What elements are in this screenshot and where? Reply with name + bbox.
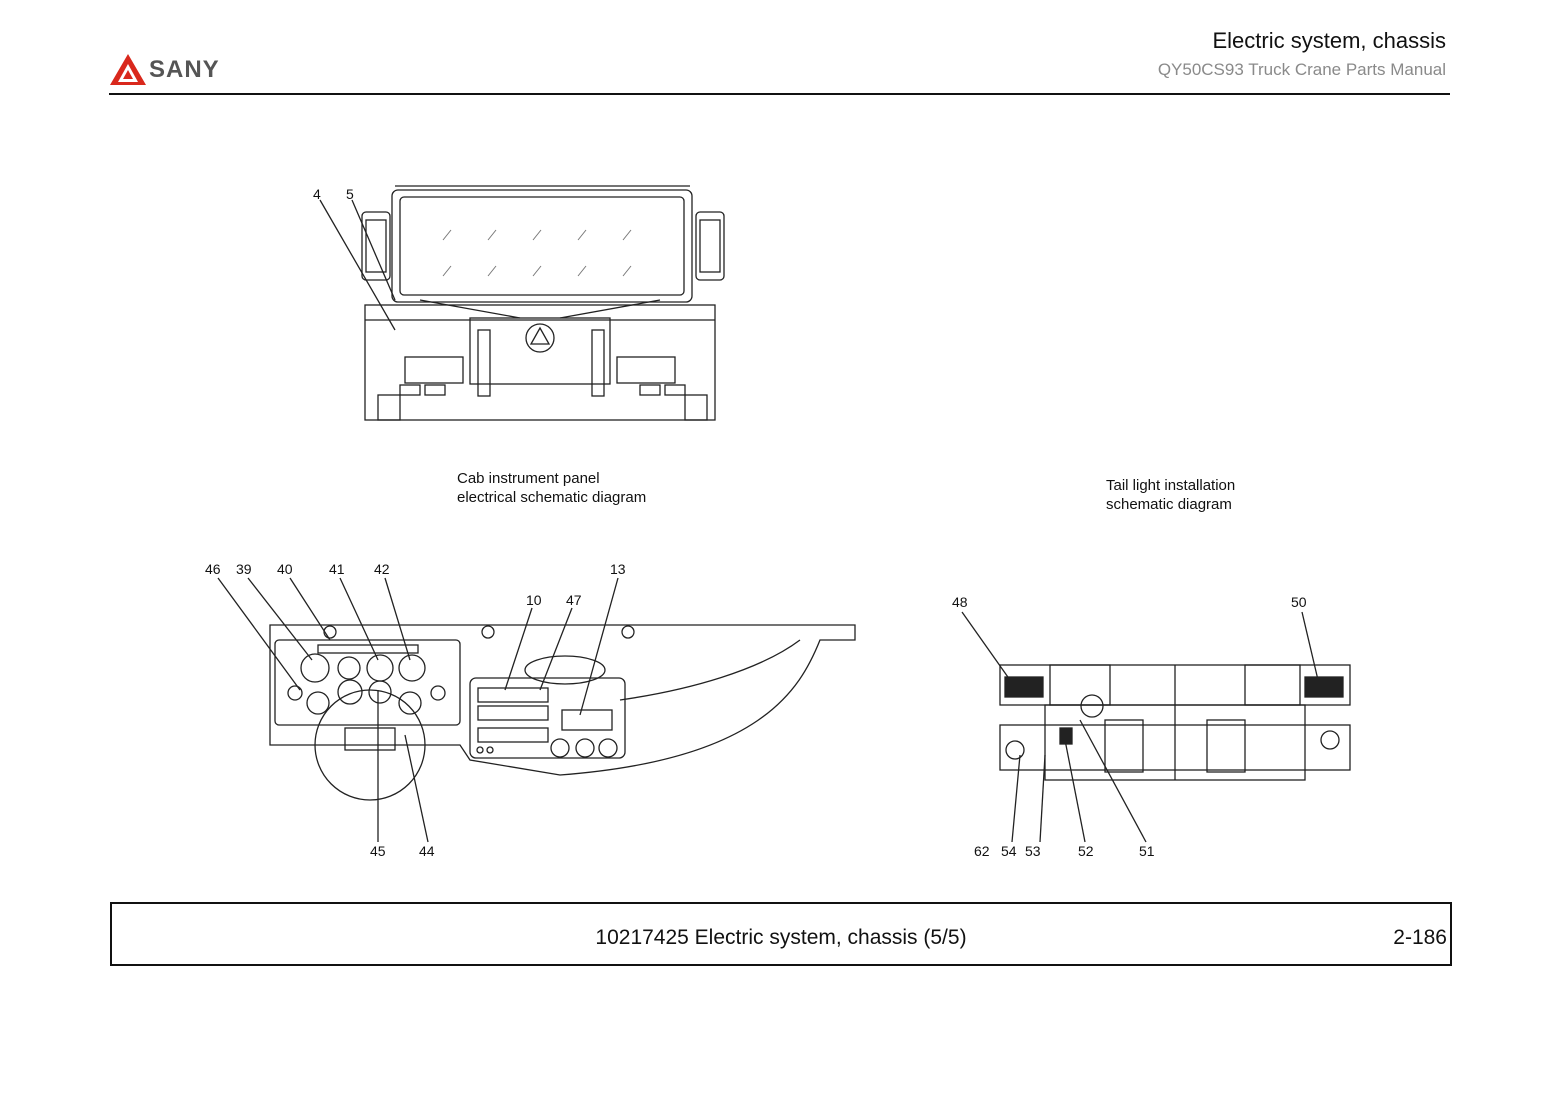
page-subtitle: QY50CS93 Truck Crane Parts Manual (1157, 60, 1446, 79)
callout-label: 51 (1139, 843, 1155, 859)
tail-light-caption: Tail light installation schematic diagra… (1106, 477, 1236, 513)
callout-label: 48 (952, 594, 968, 610)
callout-label: 42 (374, 561, 390, 577)
callout-label: 62 (974, 843, 990, 859)
callout-label: 44 (419, 843, 435, 859)
header-rule (109, 93, 1450, 95)
callout-label: 54 (1001, 843, 1017, 859)
dashboard-drawing (217, 577, 856, 843)
cab-panel-caption: Cab instrument panel electrical schemati… (457, 470, 647, 506)
callout-label: 50 (1291, 594, 1307, 610)
callout-label: 46 (205, 561, 221, 577)
tail-light-drawing (961, 611, 1351, 843)
callout-label: 52 (1078, 843, 1094, 859)
cab-front-view (319, 185, 725, 421)
sany-logo-icon (110, 54, 146, 85)
callout-label: 40 (277, 561, 293, 577)
callout-label: 10 (526, 592, 542, 608)
callout-label: 13 (610, 561, 626, 577)
logo-text: SANY (149, 56, 220, 83)
callout-label: 4 (313, 186, 321, 202)
footer-box: 10217425 Electric system, chassis (5/5) … (110, 902, 1452, 966)
page-title: Electric system, chassis (1212, 28, 1447, 53)
callout-label: 45 (370, 843, 386, 859)
page-number: 2-186 (1393, 926, 1447, 949)
callout-label: 47 (566, 592, 582, 608)
callout-label: 5 (346, 186, 354, 202)
callout-label: 53 (1025, 843, 1041, 859)
callout-label: 41 (329, 561, 345, 577)
callout-label: 39 (236, 561, 252, 577)
footer-title: 10217425 Electric system, chassis (5/5) (595, 926, 967, 949)
